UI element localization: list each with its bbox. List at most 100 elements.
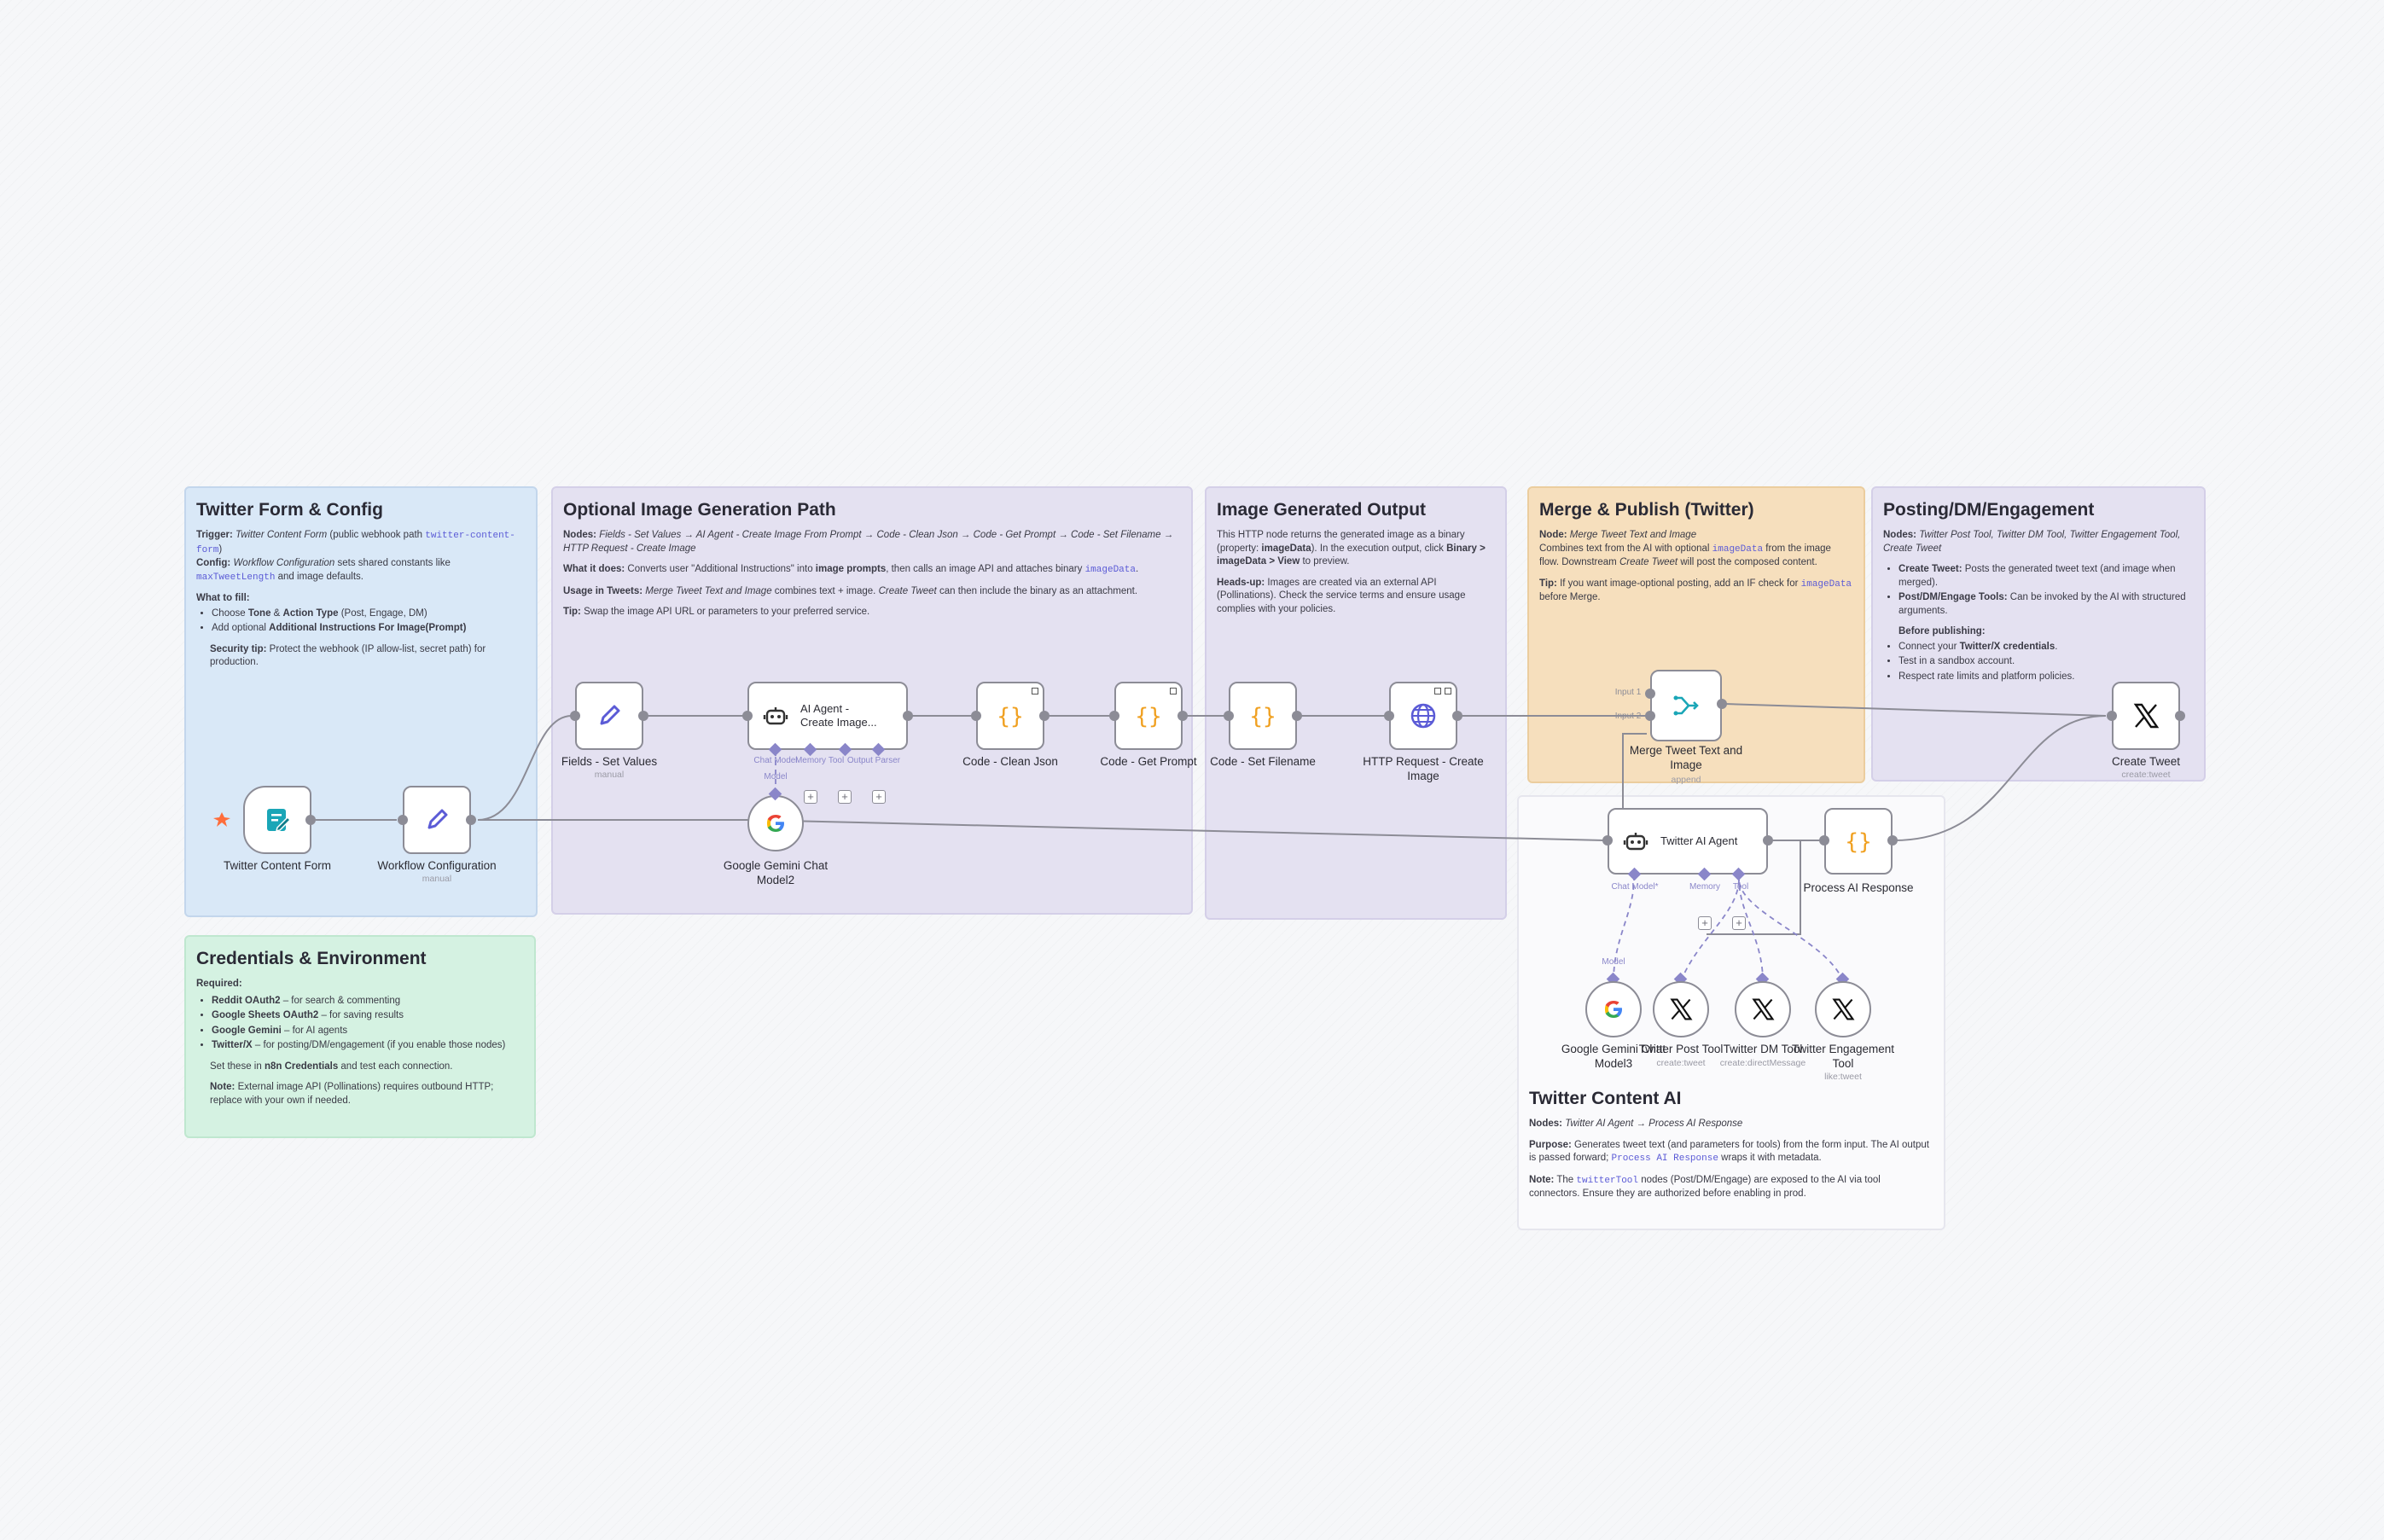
code-set-filename-node[interactable]: {} [1229,682,1297,750]
port-label: Tool [828,756,845,765]
input-port[interactable] [1384,711,1394,721]
globe-icon [1410,703,1436,729]
corner-icon [1434,688,1441,694]
x-logo-icon [1752,998,1775,1020]
twitter-ai-agent-node[interactable]: Twitter AI Agent [1608,808,1768,875]
node-label: Twitter Post Tool [1638,1043,1724,1055]
input-port[interactable] [1109,711,1119,721]
svg-text:{}: {} [1845,829,1871,855]
input-label: Input 2 [1614,712,1642,721]
output-port[interactable] [2175,711,2185,721]
input-port[interactable] [1645,711,1655,721]
node-subtitle: create:directMessage [1719,1058,1806,1068]
x-logo-icon [1832,998,1855,1020]
node-label: Twitter Content Form [223,859,332,872]
input-port[interactable] [1602,835,1613,846]
port-label: Chat Model [753,756,798,765]
create-tweet-node[interactable] [2112,682,2180,750]
port-label: Model [764,772,788,782]
code-braces-icon: {} [1135,704,1161,729]
node-subtitle: manual [422,874,452,884]
code-braces-icon: {} [1249,704,1276,729]
code-clean-json-node[interactable]: {} [976,682,1044,750]
output-port[interactable] [1887,835,1898,846]
sticky-credentials-environment[interactable]: Credentials & Environment Required: Redd… [184,935,536,1138]
output-port[interactable] [1292,711,1302,721]
x-logo-icon [1670,998,1693,1020]
corner-icon [1032,688,1038,694]
output-port[interactable] [1763,835,1773,846]
add-memory-button[interactable]: + [1698,916,1712,930]
merge-tweet-text-image-node[interactable] [1650,670,1722,741]
http-request-create-image-node[interactable] [1389,682,1457,750]
svg-text:{}: {} [1135,704,1161,729]
node-subtitle: create:tweet [2121,770,2171,780]
input-port[interactable] [570,711,580,721]
fields-set-values-node[interactable] [575,682,643,750]
output-port[interactable] [1717,699,1727,709]
port-label: Memory [1689,882,1721,892]
input-port[interactable] [398,815,408,825]
add-memory-button[interactable]: + [804,790,817,804]
twitter-content-form-node[interactable] [243,786,311,854]
svg-text:{}: {} [997,704,1023,729]
code-get-prompt-node[interactable]: {} [1114,682,1183,750]
node-label: Code - Set Filename [1210,755,1316,768]
process-ai-response-node[interactable]: {} [1824,808,1893,875]
edge-process-to-create [1893,715,2107,841]
corner-icon [1170,688,1177,694]
edge-config-to-twitter-agent [478,819,1605,841]
node-label: Code - Get Prompt [1100,755,1197,768]
node-subtitle: create:tweet [1656,1058,1706,1068]
x-logo-icon [2133,703,2160,729]
google-icon [1605,1001,1622,1018]
robot-icon [1623,833,1648,851]
google-gemini-chat-model2-node[interactable] [747,795,804,851]
form-icon [267,809,292,833]
output-port[interactable] [1039,711,1050,721]
pencil-icon [600,705,620,725]
twitter-dm-tool-node[interactable] [1735,981,1791,1037]
input-port[interactable] [1645,689,1655,699]
workflow-configuration-node[interactable] [403,786,471,854]
output-port[interactable] [903,711,913,721]
google-gemini-chat-model3-node[interactable] [1585,981,1642,1037]
pencil-icon [427,809,448,829]
add-output-parser-button[interactable]: + [872,790,886,804]
sticky-image-generation-path[interactable]: Optional Image Generation Path Nodes: Fi… [551,486,1193,915]
node-label: Process AI Response [1803,881,1914,894]
node-label: Create Tweet [2111,755,2181,768]
google-icon [767,815,784,832]
output-port[interactable] [466,815,476,825]
output-port[interactable] [638,711,648,721]
output-port[interactable] [305,815,316,825]
node-label: Fields - Set Values [561,755,658,768]
note-title: Twitter Form & Config [196,500,383,520]
output-port[interactable] [1177,711,1188,721]
port-label: Memory [794,756,827,765]
robot-icon [763,707,788,725]
input-port[interactable] [2107,711,2117,721]
input-port[interactable] [971,711,981,721]
add-tool-button[interactable]: + [838,790,852,804]
edge-posttool-to-agent [1680,878,1740,982]
sticky-posting-dm-engagement[interactable]: Posting/DM/Engagement Nodes: Twitter Pos… [1871,486,2206,782]
input-port[interactable] [1224,711,1234,721]
corner-icon [1445,688,1451,694]
ai-agent-create-image-node[interactable]: AI Agent -Create Image... [747,682,908,750]
sticky-twitter-form-config[interactable]: Twitter Form & Config Trigger: Twitter C… [184,486,538,917]
port-label: Tool [1732,882,1749,892]
code-braces-icon: {} [1845,829,1871,855]
input-label: Input 1 [1614,688,1642,697]
add-tool-button[interactable]: + [1732,916,1746,930]
port-label: Chat Model* [1611,882,1659,892]
output-port[interactable] [1452,711,1462,721]
input-port[interactable] [1819,835,1829,846]
svg-text:{}: {} [1249,704,1276,729]
twitter-post-tool-node[interactable] [1653,981,1709,1037]
twitter-engagement-tool-node[interactable] [1815,981,1871,1037]
node-label: Workflow Configuration [377,859,497,872]
input-port[interactable] [742,711,753,721]
merge-icon [1673,695,1699,716]
